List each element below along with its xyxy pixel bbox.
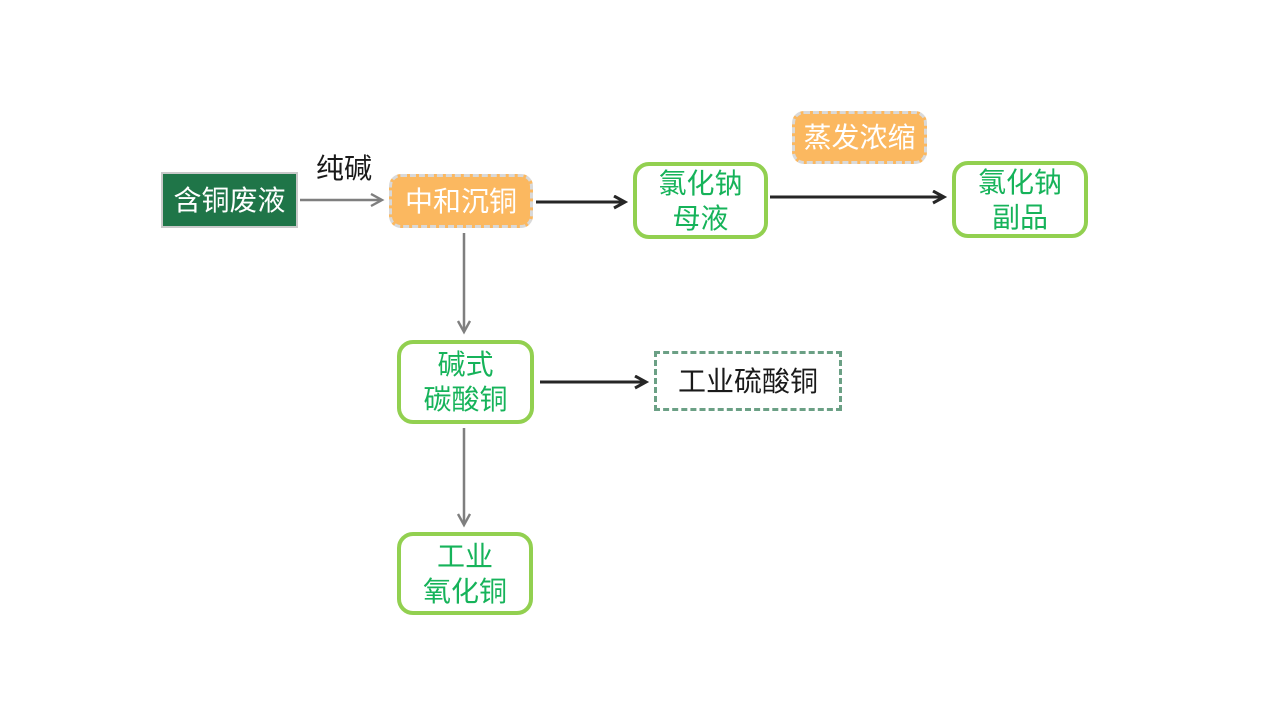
node-basic-copper-carbonate-line1: 碱式 <box>437 349 494 380</box>
node-neutralize-precipitate-copper-label: 中和沉铜 <box>404 185 517 217</box>
node-nacl-mother-liquor: 氯化钠 母液 <box>633 162 768 239</box>
node-basic-copper-carbonate-line2: 碳酸铜 <box>423 384 508 415</box>
node-nacl-byproduct-line1: 氯化钠 <box>977 166 1062 198</box>
node-industrial-copper-oxide-line2: 氧化铜 <box>422 575 507 607</box>
node-nacl-mother-liquor-line2: 母液 <box>672 202 729 234</box>
node-nacl-byproduct: 氯化钠 副品 <box>952 161 1088 238</box>
edge-label-soda-ash: 纯碱 <box>315 153 372 184</box>
node-industrial-copper-sulfate: 工业硫酸铜 <box>654 351 842 411</box>
node-basic-copper-carbonate: 碱式 碳酸铜 <box>397 340 534 424</box>
node-evaporation-concentration: 蒸发浓缩 <box>792 111 927 164</box>
node-evaporation-concentration-label: 蒸发浓缩 <box>803 122 916 153</box>
node-industrial-copper-oxide: 工业 氧化铜 <box>397 532 533 615</box>
node-industrial-copper-sulfate-label: 工业硫酸铜 <box>677 365 818 397</box>
node-nacl-mother-liquor-line1: 氯化钠 <box>658 167 743 199</box>
node-neutralize-precipitate-copper: 中和沉铜 <box>389 174 533 228</box>
node-copper-waste-liquid: 含铜废液 <box>161 172 298 228</box>
node-industrial-copper-oxide-line1: 工业 <box>436 540 493 572</box>
node-copper-waste-liquid-label: 含铜废液 <box>173 184 286 216</box>
node-nacl-byproduct-line2: 副品 <box>991 201 1048 233</box>
